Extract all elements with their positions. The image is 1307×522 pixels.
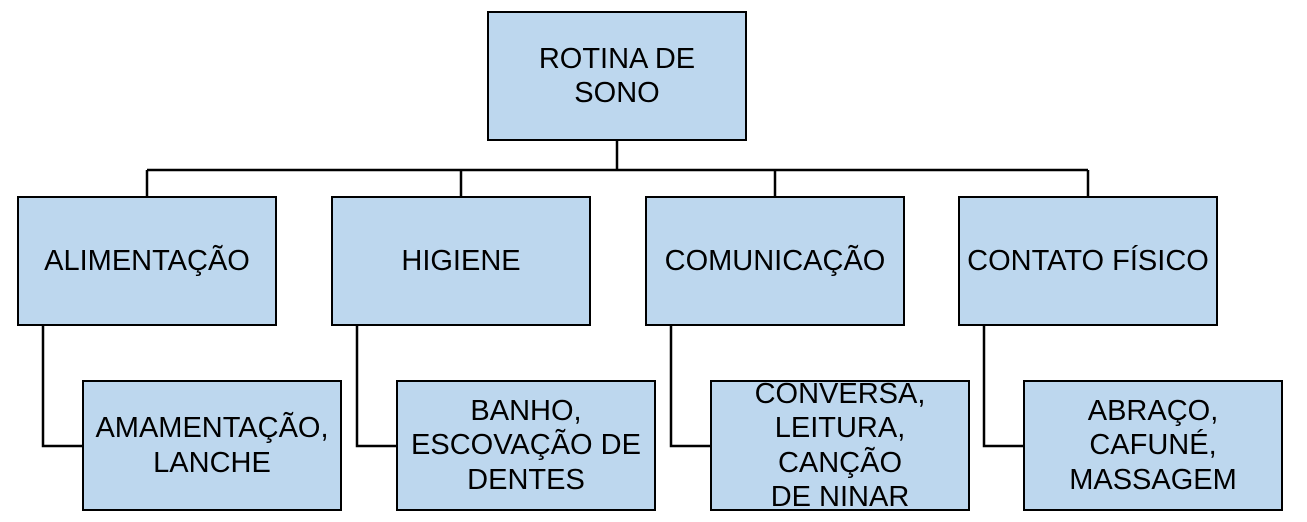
elbow-connector-higiene xyxy=(355,326,396,448)
category-label: HIGIENE xyxy=(401,244,521,277)
category-node-higiene: HIGIENE xyxy=(331,196,591,326)
category-node-contato-fisico: CONTATO FÍSICO xyxy=(958,196,1218,326)
elbow-connector-alimentacao xyxy=(41,326,82,448)
root-node: ROTINA DE SONO xyxy=(487,11,747,141)
root-node-label: ROTINA DE SONO xyxy=(538,42,696,109)
detail-label: BANHO, ESCOVAÇÃO DE DENTES xyxy=(411,395,641,496)
category-label: COMUNICAÇÃO xyxy=(664,244,886,277)
detail-label: AMAMENTAÇÃO, LANCHE xyxy=(95,412,329,479)
elbow-connector-contato-fisico xyxy=(982,326,1023,448)
category-node-comunicacao: COMUNICAÇÃO xyxy=(645,196,905,326)
detail-node-comunicacao: CONVERSA, LEITURA, CANÇÃO DE NINAR xyxy=(710,378,970,513)
detail-node-alimentacao: AMAMENTAÇÃO, LANCHE xyxy=(82,380,342,511)
elbow-connector-comunicacao xyxy=(669,326,710,448)
category-node-alimentacao: ALIMENTAÇÃO xyxy=(17,196,277,326)
detail-label: ABRAÇO, CAFUNÉ, MASSAGEM xyxy=(1069,395,1237,496)
category-label: CONTATO FÍSICO xyxy=(967,244,1209,277)
detail-label: CONVERSA, LEITURA, CANÇÃO DE NINAR xyxy=(754,378,926,513)
detail-node-higiene: BANHO, ESCOVAÇÃO DE DENTES xyxy=(396,380,656,511)
category-label: ALIMENTAÇÃO xyxy=(44,244,250,277)
detail-node-contato-fisico: ABRAÇO, CAFUNÉ, MASSAGEM xyxy=(1023,380,1283,511)
